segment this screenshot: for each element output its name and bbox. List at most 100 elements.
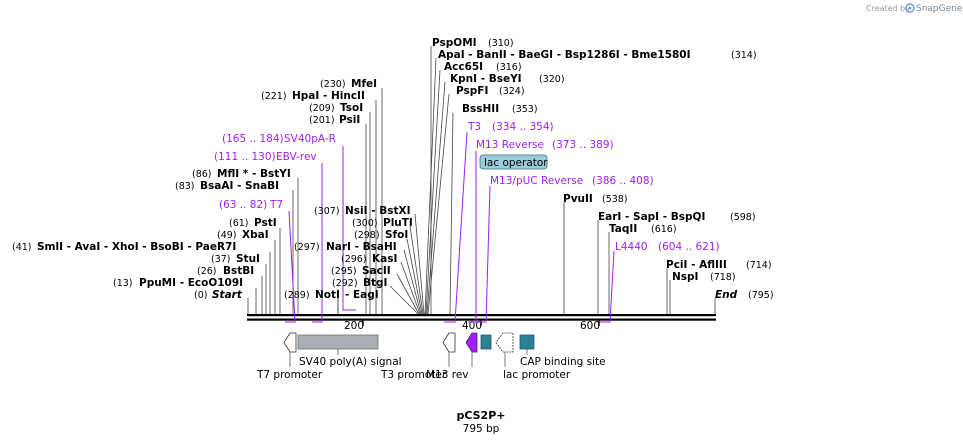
- svg-text:BssHII: BssHII: [462, 103, 499, 115]
- svg-text:(26): (26): [197, 266, 217, 277]
- site-acc65i: Acc65I (316): [444, 61, 522, 73]
- svg-text:EBV-rev: EBV-rev: [276, 151, 317, 163]
- svg-text:XbaI: XbaI: [242, 229, 269, 241]
- feature-t3-promoter-label: T3 promoter: [380, 369, 447, 381]
- site-psii: (201) PsiI: [309, 114, 360, 126]
- sv40-polya-bar: [297, 334, 379, 350]
- svg-text:T3: T3: [467, 121, 481, 133]
- lac-promoter-arrow: [495, 332, 514, 353]
- site-pspfi: PspFI (324): [456, 85, 525, 97]
- plasmid-name: pCS2P+: [456, 409, 505, 422]
- svg-text:200: 200: [344, 320, 364, 332]
- site-sacii: (295) SacII: [331, 265, 391, 277]
- svg-text:KasI: KasI: [372, 253, 397, 265]
- site-pluti: (300) PluTI: [352, 217, 413, 229]
- svg-text:(221): (221): [261, 91, 287, 102]
- site-smli: (41) SmlI - AvaI - XhoI - BsoBI - PaeR7I: [12, 241, 236, 253]
- site-noti: (289) NotI - EagI: [284, 289, 379, 301]
- t7-promoter-arrow: [283, 332, 297, 353]
- tick-200: 200: [344, 320, 364, 332]
- backbone: [247, 314, 716, 321]
- svg-text:TaqII: TaqII: [609, 223, 637, 235]
- feature-m13-rev-label: M13 rev: [426, 369, 469, 381]
- svg-text:(316): (316): [496, 62, 522, 73]
- svg-text:(201): (201): [309, 115, 335, 126]
- svg-text:BtgI: BtgI: [363, 277, 387, 289]
- svg-text:(320): (320): [539, 74, 565, 85]
- credit-prefix: Created by: [866, 4, 910, 13]
- feature-lac-promoter-label: lac promoter: [503, 369, 571, 381]
- tick-400: 400: [462, 320, 482, 332]
- svg-text:(289): (289): [284, 290, 310, 301]
- svg-text:NspI: NspI: [672, 271, 698, 283]
- svg-text:PciI - AflIII: PciI - AflIII: [666, 259, 727, 271]
- svg-text:StuI: StuI: [236, 253, 260, 265]
- svg-text:(49): (49): [217, 230, 237, 241]
- svg-text:(13): (13): [113, 278, 133, 289]
- svg-text:(165 .. 184): (165 .. 184): [222, 133, 284, 145]
- site-hpai: (221) HpaI - HincII: [261, 90, 365, 102]
- primer-ebv-rev: (111 .. 130) EBV-rev: [214, 151, 317, 163]
- svg-text:600: 600: [580, 320, 600, 332]
- svg-text:End: End: [715, 289, 738, 301]
- svg-text:(353): (353): [512, 104, 538, 115]
- svg-text:(334 .. 354): (334 .. 354): [492, 121, 554, 133]
- svg-text:HpaI - HincII: HpaI - HincII: [292, 90, 365, 102]
- svg-text:lac operator: lac operator: [484, 157, 548, 169]
- site-pspomi: PspOMI (310): [432, 37, 514, 49]
- svg-text:(598): (598): [730, 212, 756, 223]
- svg-text:T7: T7: [269, 199, 283, 211]
- svg-text:(310): (310): [488, 38, 514, 49]
- site-nspi: NspI (718): [672, 271, 736, 283]
- primer-sv40pa-r: (165 .. 184) SV40pA-R: [222, 133, 336, 145]
- svg-text:(616): (616): [651, 224, 677, 235]
- site-lines: [247, 46, 716, 315]
- svg-text:M13/pUC Reverse: M13/pUC Reverse: [490, 175, 583, 187]
- svg-text:PvuII: PvuII: [563, 193, 593, 205]
- site-tsoi: (209) TsoI: [309, 102, 363, 114]
- svg-text:PstI: PstI: [254, 217, 277, 229]
- site-btgi: (292) BtgI: [332, 277, 387, 289]
- svg-text:(297): (297): [294, 242, 320, 253]
- site-pvuii: PvuII (538): [563, 193, 628, 205]
- svg-text:NarI - BsaHI: NarI - BsaHI: [326, 241, 397, 253]
- svg-text:MflI * - BstYI: MflI * - BstYI: [217, 168, 291, 180]
- svg-text:(538): (538): [602, 194, 628, 205]
- site-ppumi: (13) PpuMI - EcoO109I: [113, 277, 243, 289]
- svg-text:Start: Start: [212, 289, 243, 301]
- svg-text:(300): (300): [352, 218, 378, 229]
- cap-binding-box: [519, 334, 535, 350]
- site-apai: ApaI - BanII - BaeGI - Bsp1286I - Bme158…: [438, 49, 757, 61]
- svg-text:400: 400: [462, 320, 482, 332]
- primer-l4440: L4440 (604 .. 621): [615, 241, 720, 253]
- site-kpni: KpnI - BseYI (320): [450, 73, 565, 85]
- svg-text:KpnI - BseYI: KpnI - BseYI: [450, 73, 522, 85]
- svg-text:(386 .. 408): (386 .. 408): [592, 175, 654, 187]
- feature-t7-promoter-label: T7 promoter: [256, 369, 323, 381]
- lac-operator-label: lac operator: [479, 154, 548, 170]
- site-mfei: (230) MfeI: [320, 78, 377, 90]
- svg-text:(718): (718): [710, 272, 736, 283]
- site-kasi: (296) KasI: [341, 253, 397, 265]
- svg-text:PpuMI - EcoO109I: PpuMI - EcoO109I: [139, 277, 243, 289]
- svg-text:(314): (314): [731, 50, 757, 61]
- svg-text:(41): (41): [12, 242, 32, 253]
- svg-text:(111 .. 130): (111 .. 130): [214, 151, 276, 163]
- site-nsii: (307) NsiI - BstXI: [314, 205, 411, 217]
- svg-text:EarI - SapI - BspQI: EarI - SapI - BspQI: [598, 211, 705, 223]
- svg-text:TsoI: TsoI: [340, 102, 363, 114]
- svg-text:(373 .. 389): (373 .. 389): [552, 139, 614, 151]
- svg-text:SmlI - AvaI - XhoI - Bso: SmlI - AvaI - XhoI - BsoBI - PaeR7I: [37, 241, 236, 253]
- plasmid-length: 795 bp: [463, 423, 500, 435]
- svg-text:NsiI - BstXI: NsiI - BstXI: [345, 205, 411, 217]
- svg-text:MfeI: MfeI: [351, 78, 377, 90]
- site-bsaai: (83) BsaAI - SnaBI: [175, 180, 279, 192]
- svg-text:(714): (714): [746, 260, 772, 271]
- svg-text:M13 Reverse: M13 Reverse: [476, 139, 544, 151]
- t3-promoter-arrow: [442, 332, 456, 353]
- snapgene-logo-icon: [905, 3, 915, 13]
- svg-text:(324): (324): [499, 86, 525, 97]
- svg-text:SV40pA-R: SV40pA-R: [284, 133, 336, 145]
- site-pcii: PciI - AflIII (714): [666, 259, 772, 271]
